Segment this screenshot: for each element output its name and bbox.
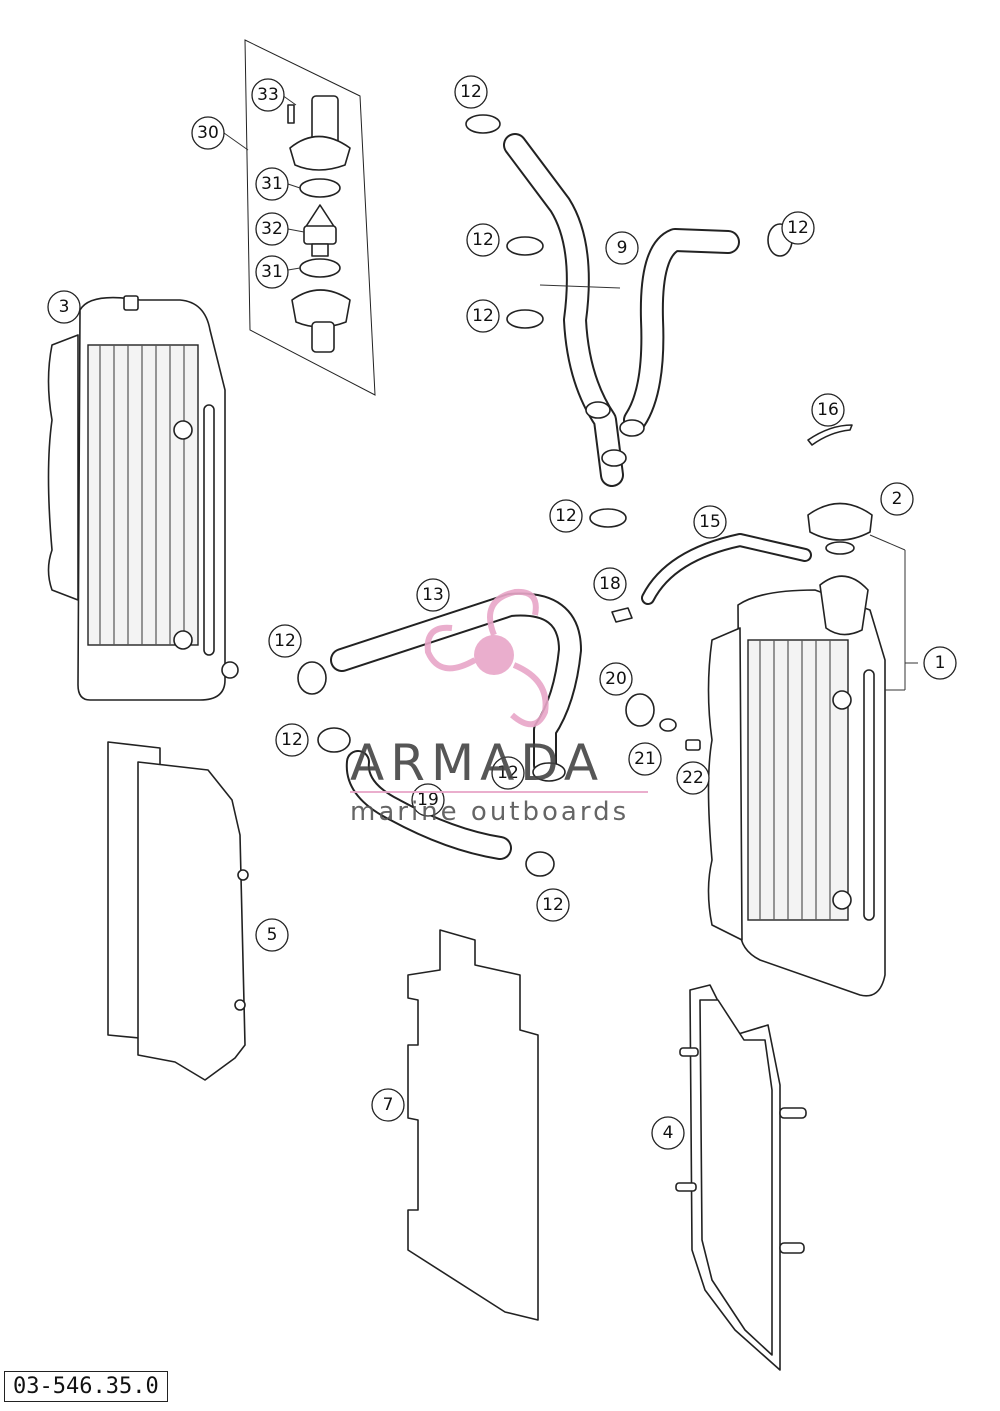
hose-clamps [297,114,793,877]
radiator-right-core [747,639,849,921]
svg-text:12: 12 [274,631,296,651]
callout-5: 5 [255,918,289,952]
svg-text:12: 12 [787,218,809,238]
svg-text:15: 15 [699,512,721,532]
radiator-right [707,575,886,997]
svg-text:12: 12 [555,506,577,526]
callout-7: 7 [371,1088,405,1122]
callout-13: 13 [416,578,450,612]
callout-12-e: 12 [549,499,583,533]
svg-text:16: 16 [817,400,839,420]
callout-4: 4 [651,1116,685,1150]
callout-12-f: 12 [268,624,302,658]
svg-text:31: 31 [261,262,283,282]
callout-12-b: 12 [466,223,500,257]
document-number: 03-546.35.0 [4,1371,168,1402]
hose-19 [345,750,512,860]
callout-12-c: 12 [466,299,500,333]
callout-12-g: 12 [275,723,309,757]
svg-text:12: 12 [472,306,494,326]
svg-text:5: 5 [267,925,278,945]
callout-32: 32 [255,212,289,246]
svg-text:12: 12 [542,895,564,915]
callout-15: 15 [693,505,727,539]
radiator-left-core [87,344,199,646]
callout-9: 9 [605,231,639,265]
svg-text:12: 12 [460,82,482,102]
svg-text:2: 2 [892,489,903,509]
svg-text:4: 4 [663,1123,674,1143]
callout-21: 21 [628,742,662,776]
callout-30: 30 [191,116,225,150]
watermark-tagline: marine outboards [350,797,629,827]
callout-12-d: 12 [781,211,815,245]
callout-22: 22 [676,761,710,795]
radiator-cap [807,502,873,555]
svg-text:12: 12 [281,730,303,750]
upper-hose [503,133,740,487]
watermark-brand: ARMADA [350,734,604,792]
svg-text:18: 18 [599,574,621,594]
callout-33: 33 [251,78,285,112]
svg-text:13: 13 [422,585,444,605]
propeller-logo-icon [424,588,549,728]
svg-text:21: 21 [634,749,656,769]
callout-20: 20 [599,662,633,696]
svg-text:31: 31 [261,174,283,194]
callout-31-a: 31 [255,167,289,201]
thermostat-cover-upper [287,95,351,171]
svg-text:3: 3 [59,297,70,317]
watermark: ARMADA marine outboards [350,588,648,827]
callout-16: 16 [811,393,845,427]
svg-text:19: 19 [417,790,439,810]
callout-1: 1 [923,646,957,680]
thermostat [303,204,337,257]
thermostat-housing-lower [291,289,351,353]
radiator-shroud-left [107,741,249,1081]
overflow-hose [641,533,812,605]
callout-2: 2 [880,482,914,516]
callout-31-b: 31 [255,255,289,289]
thermostat-group-frame [244,39,376,396]
radiator-left [47,295,239,701]
svg-text:20: 20 [605,669,627,689]
o-ring-lower [299,258,341,278]
cable-tie [807,424,853,446]
svg-text:12: 12 [497,763,519,783]
svg-text:1: 1 [935,653,946,673]
svg-text:33: 33 [257,85,279,105]
svg-text:9: 9 [617,238,628,258]
small-parts [611,607,701,751]
svg-text:22: 22 [682,768,704,788]
callout-3: 3 [47,290,81,324]
svg-text:7: 7 [383,1095,394,1115]
callout-12-h: 12 [491,756,525,790]
callout-12-i: 12 [536,888,570,922]
svg-text:30: 30 [197,123,219,143]
o-ring-upper [299,178,341,198]
thermostat-group [244,39,376,396]
leader-lines [223,94,918,691]
radiator-shroud-right [675,984,807,1371]
svg-text:12: 12 [472,230,494,250]
callout-18: 18 [593,567,627,601]
gasket [407,929,539,1321]
svg-text:32: 32 [261,219,283,239]
callout-12-a: 12 [454,75,488,109]
